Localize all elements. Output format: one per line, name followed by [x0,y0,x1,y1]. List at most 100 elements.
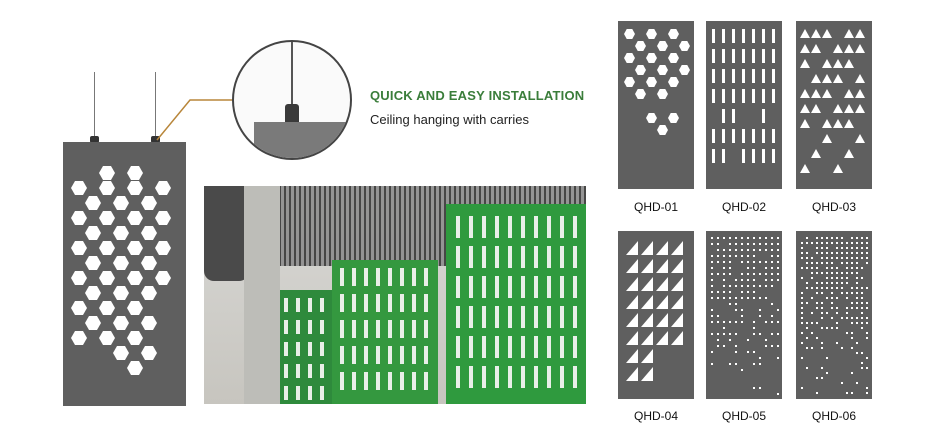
dot-cutout [729,273,731,275]
dot-cutout [811,257,813,259]
hexagon-cutout [113,346,129,360]
dot-cutout [753,237,755,239]
triangle-cutout [656,277,668,291]
dot-cutout [741,309,743,311]
dot-cutout [831,327,833,329]
triangle-cutout [811,74,821,83]
dot-cutout [711,291,713,293]
dot-cutout [811,332,813,334]
dot-cutout [811,272,813,274]
dot-cutout [841,262,843,264]
pattern-swatch-qhd-01 [618,21,694,189]
dot-cutout [861,257,863,259]
dot-cutout [836,297,838,299]
green-slot [400,346,404,364]
dot-cutout [866,252,868,254]
green-slot [284,298,288,312]
dot-cutout [861,237,863,239]
dot-cutout [836,267,838,269]
dot-cutout [841,317,843,319]
dot-cutout [836,322,838,324]
dot-cutout [765,285,767,287]
green-slot [388,320,392,338]
dot-cutout [851,317,853,319]
triangle-cutout [671,259,683,273]
dot-cutout [735,351,737,353]
dot-cutout [765,243,767,245]
green-slot [412,320,416,338]
dot-cutout [821,242,823,244]
slot-cutout [742,129,745,143]
dot-cutout [801,252,803,254]
dot-cutout [841,257,843,259]
dot-cutout [711,267,713,269]
green-slot [560,216,564,238]
dot-cutout [861,292,863,294]
green-slot [352,320,356,338]
green-slot [400,320,404,338]
dot-cutout [753,333,755,335]
slot-cutout [772,49,775,63]
dot-cutout [856,252,858,254]
green-slot [388,346,392,364]
dot-cutout [866,392,868,394]
triangle-cutout [626,277,638,291]
green-slot [364,372,368,390]
dot-cutout [777,255,779,257]
dot-cutout [821,302,823,304]
dot-cutout [856,342,858,344]
dot-cutout [771,279,773,281]
dot-cutout [735,309,737,311]
dot-cutout [811,287,813,289]
dot-cutout [861,307,863,309]
dot-cutout [821,292,823,294]
dot-cutout [711,351,713,353]
triangle-cutout [641,295,653,309]
green-slot [521,216,525,238]
triangle-cutout [822,134,832,143]
triangle-cutout [671,295,683,309]
green-slot [573,336,577,358]
hexagon-cutout [71,301,87,315]
slot-cutout [752,69,755,83]
hexagon-cutout [127,211,143,225]
dot-cutout [821,252,823,254]
dot-cutout [851,262,853,264]
dot-cutout [821,342,823,344]
dot-cutout [861,367,863,369]
green-slot [547,336,551,358]
green-slot [412,268,416,286]
pattern-label-qhd-01: QHD-01 [611,200,701,214]
dot-cutout [831,282,833,284]
green-slot [534,216,538,238]
slot-cutout [762,109,765,123]
triangle-cutout [833,74,843,83]
dot-cutout [836,257,838,259]
slot-cutout [732,89,735,103]
dot-cutout [741,321,743,323]
dot-cutout [861,317,863,319]
triangle-cutout [656,313,668,327]
hexagon-cutout [85,196,101,210]
dot-cutout [801,267,803,269]
dot-cutout [841,247,843,249]
green-slot [424,294,428,312]
green-slot [340,294,344,312]
dot-cutout [821,247,823,249]
green-slot [573,366,577,388]
hexagon-cutout [657,41,668,51]
dot-cutout [806,257,808,259]
dot-cutout [801,242,803,244]
slot-cutout [742,149,745,163]
green-slot [388,268,392,286]
green-slot [320,342,324,356]
dot-cutout [851,247,853,249]
dot-cutout [711,297,713,299]
green-slot [456,366,460,388]
dot-cutout [846,282,848,284]
slot-cutout [762,129,765,143]
dot-cutout [711,243,713,245]
triangle-cutout [656,331,668,345]
dot-cutout [717,237,719,239]
slot-cutout [712,89,715,103]
